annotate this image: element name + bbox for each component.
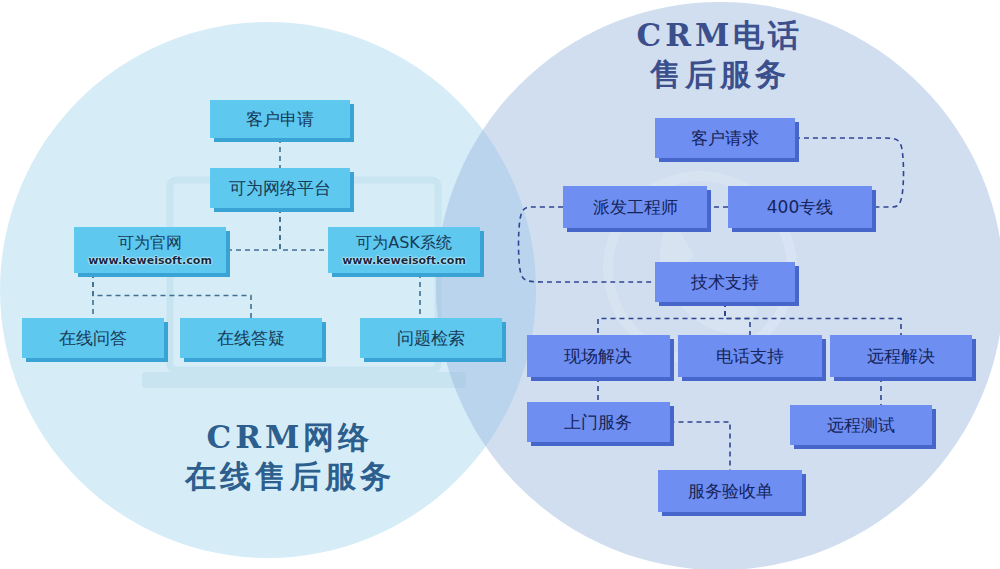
dashed-connector bbox=[280, 208, 328, 250]
dashed-connector bbox=[880, 377, 882, 405]
process-box: 服务验收单 bbox=[658, 470, 802, 512]
process-box: 可为ASK系统 www.keweisoft.com bbox=[328, 227, 480, 273]
box-label: 可为ASK系统 bbox=[356, 233, 452, 252]
dashed-connector bbox=[93, 273, 251, 318]
box-label: 在线答疑 bbox=[217, 328, 285, 348]
process-box: 400专线 bbox=[728, 186, 872, 228]
box-label: 可为官网 bbox=[118, 233, 182, 252]
dashed-connector bbox=[707, 206, 728, 208]
section-title: CRM网络 在线售后服务 bbox=[185, 418, 395, 496]
process-box: 客户请求 bbox=[655, 118, 795, 158]
dashed-connector bbox=[725, 302, 901, 335]
dashed-connector bbox=[419, 273, 421, 318]
dashed-connector bbox=[598, 302, 725, 335]
box-label: 问题检索 bbox=[397, 328, 465, 348]
process-box: 现场解决 bbox=[527, 335, 670, 377]
box-label: 技术支持 bbox=[691, 272, 759, 292]
section-title-wrap: CRM网络 在线售后服务 bbox=[185, 418, 395, 496]
phone-circle bbox=[436, 2, 1000, 569]
process-box: 电话支持 bbox=[678, 335, 822, 377]
process-box: 可为官网 www.keweisoft.com bbox=[74, 227, 226, 273]
process-box: 远程测试 bbox=[790, 405, 932, 445]
process-box: 在线问答 bbox=[22, 318, 164, 358]
dashed-connector bbox=[226, 208, 280, 250]
box-label: 远程测试 bbox=[827, 415, 895, 435]
process-box: 客户申请 bbox=[210, 100, 350, 138]
process-box: 派发工程师 bbox=[563, 186, 707, 228]
process-box: 在线答疑 bbox=[180, 318, 322, 358]
box-label: 400专线 bbox=[767, 197, 833, 217]
process-box: 远程解决 bbox=[830, 335, 972, 377]
process-box: 上门服务 bbox=[527, 402, 670, 442]
box-label: 客户请求 bbox=[691, 128, 759, 148]
url-text: www.keweisoft.com bbox=[342, 254, 466, 267]
box-label: 派发工程师 bbox=[593, 197, 678, 217]
box-label: 电话支持 bbox=[716, 346, 784, 366]
section-title-wrap: CRM电话 售后服务 bbox=[637, 16, 804, 94]
process-box: 技术支持 bbox=[655, 262, 795, 302]
dashed-connector bbox=[279, 138, 281, 168]
box-label: 可为网络平台 bbox=[229, 178, 331, 198]
box-label: 远程解决 bbox=[867, 346, 935, 366]
dashed-connector bbox=[597, 377, 599, 402]
url-text: www.keweisoft.com bbox=[88, 254, 212, 267]
box-label: 上门服务 bbox=[564, 412, 632, 432]
box-label: 现场解决 bbox=[564, 346, 632, 366]
box-label: 客户申请 bbox=[246, 109, 314, 129]
box-label: 服务验收单 bbox=[688, 481, 773, 501]
process-box: 可为网络平台 bbox=[210, 168, 350, 208]
box-label: 在线问答 bbox=[59, 328, 127, 348]
section-title: CRM电话 售后服务 bbox=[637, 16, 804, 94]
process-box: 问题检索 bbox=[360, 318, 502, 358]
laptop-base bbox=[142, 372, 466, 388]
dashed-connector bbox=[670, 422, 731, 470]
